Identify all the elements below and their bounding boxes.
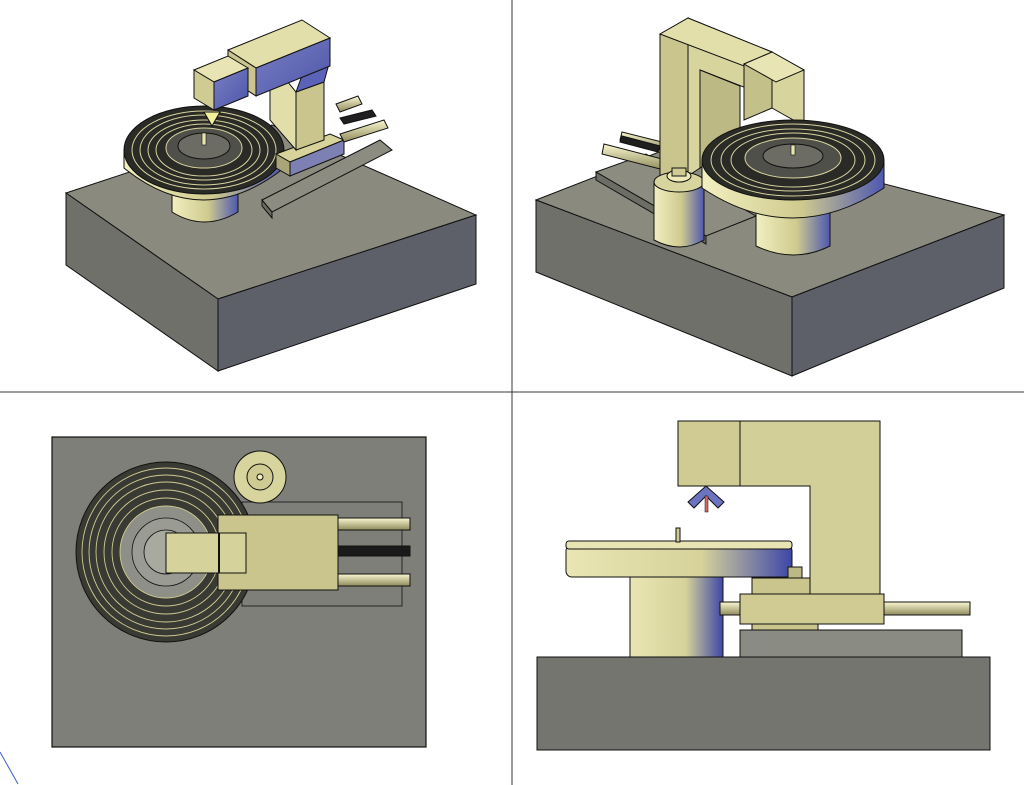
table-pedestal: [755, 209, 831, 256]
column-front: [659, 17, 689, 191]
column-front: [295, 81, 325, 151]
arm-top: [165, 532, 247, 574]
guide-rods: [337, 517, 411, 587]
table-disc: [565, 544, 793, 578]
carriage-front: [739, 593, 885, 625]
base-right-face: [791, 214, 1005, 377]
guide-rods: [335, 95, 389, 143]
motor-top: [233, 450, 287, 504]
tool-tip: [203, 111, 221, 128]
viewport-bottom-left[interactable]: [51, 436, 427, 748]
viewport-bottom-right[interactable]: [536, 420, 991, 751]
arm-side: [255, 37, 331, 97]
ucs-indicator-line: [0, 751, 19, 785]
base-front: [536, 656, 991, 751]
motor-cylinder: [653, 167, 705, 248]
base-right-face: [217, 214, 477, 372]
disc-rings: [123, 105, 285, 195]
guide-rods: [601, 131, 667, 171]
table-pedestal: [629, 574, 724, 658]
head-front: [677, 420, 741, 487]
head-side: [213, 67, 249, 111]
rail-block-front: [739, 629, 963, 658]
viewport-top-left[interactable]: [64, 19, 478, 372]
viewport-top-right[interactable]: [534, 17, 1006, 377]
tool-holder: [687, 485, 725, 513]
disc-rings: [701, 119, 885, 201]
